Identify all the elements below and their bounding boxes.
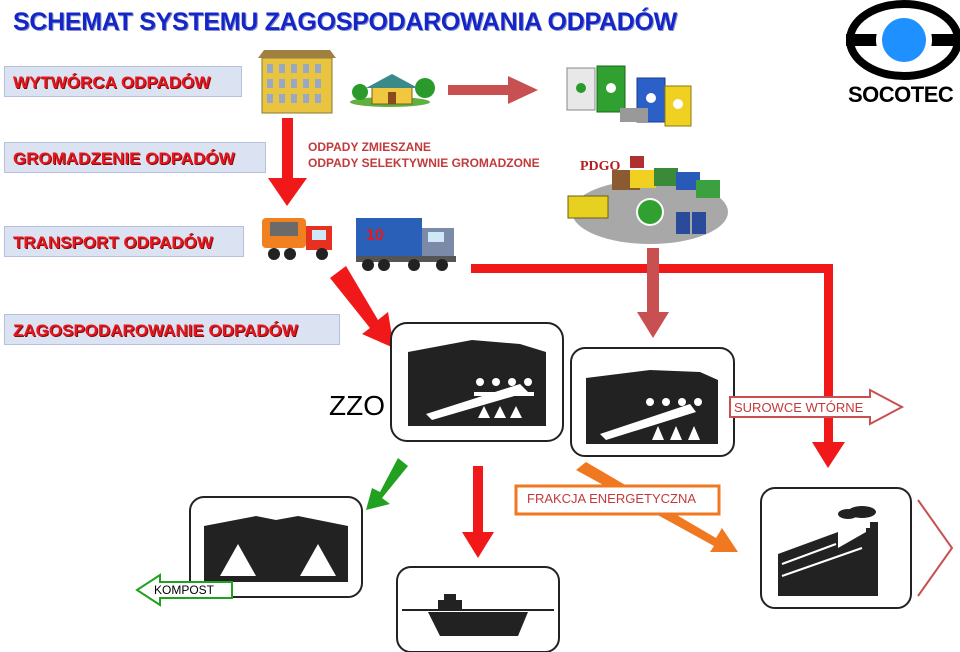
- stage-collection: GROMADZENIE ODPADÓW: [4, 142, 266, 173]
- arrow-pdgo-to-facility: [637, 248, 669, 338]
- energy-fraction-box: [514, 484, 721, 516]
- arrow-to-compost: [366, 458, 408, 510]
- landfill-box: [396, 566, 560, 652]
- stage-transport: TRANSPORT ODPADÓW: [4, 226, 244, 257]
- energy-fraction-label: FRAKCJA ENERGETYCZNA: [527, 491, 697, 506]
- page-title: SCHEMAT SYSTEMU ZAGOSPODAROWANIA ODPADÓW: [13, 8, 677, 36]
- house-icon: [350, 74, 435, 107]
- garbage-truck-icon: [262, 218, 332, 260]
- socotec-eye-icon: [846, 0, 960, 80]
- secondary-materials-arrow: [729, 388, 905, 426]
- compost-label: KOMPOST: [154, 583, 215, 597]
- note-selective-waste: ODPADY SELEKTYWNIE GROMADZONE: [308, 156, 540, 170]
- compost-arrow: [135, 573, 233, 607]
- note-mixed-waste: ODPADY ZMIESZANE: [308, 140, 431, 154]
- truck-number: 10: [366, 227, 384, 244]
- zzo-facility-box: [390, 322, 564, 442]
- stage-management: ZAGOSPODAROWANIE ODPADÓW: [4, 314, 340, 345]
- pdgo-area-icon: [567, 156, 728, 244]
- factory-output-arrow: [917, 499, 954, 597]
- arrow-to-landfill: [462, 466, 494, 558]
- secondary-materials-label: SUROWCE WTÓRNE: [734, 400, 864, 415]
- sorting-facility-box: [570, 347, 735, 457]
- zzo-label: ZZO: [329, 390, 385, 421]
- factory-box: [760, 487, 912, 609]
- apartment-building-icon: [258, 50, 336, 114]
- compost-box: [189, 496, 363, 598]
- stage-generator: WYTWÓRCA ODPADÓW: [4, 66, 242, 97]
- arrow-transport-to-zzo: [330, 266, 394, 348]
- arrow-to-bins: [448, 76, 538, 104]
- arrow-collection-to-transport: [268, 118, 307, 206]
- socotec-logo: SOCOTEC: [848, 82, 954, 107]
- pdgo-label: PDGO: [580, 159, 621, 174]
- lorry-icon: [356, 218, 456, 271]
- recycling-bins-icon: [566, 65, 692, 127]
